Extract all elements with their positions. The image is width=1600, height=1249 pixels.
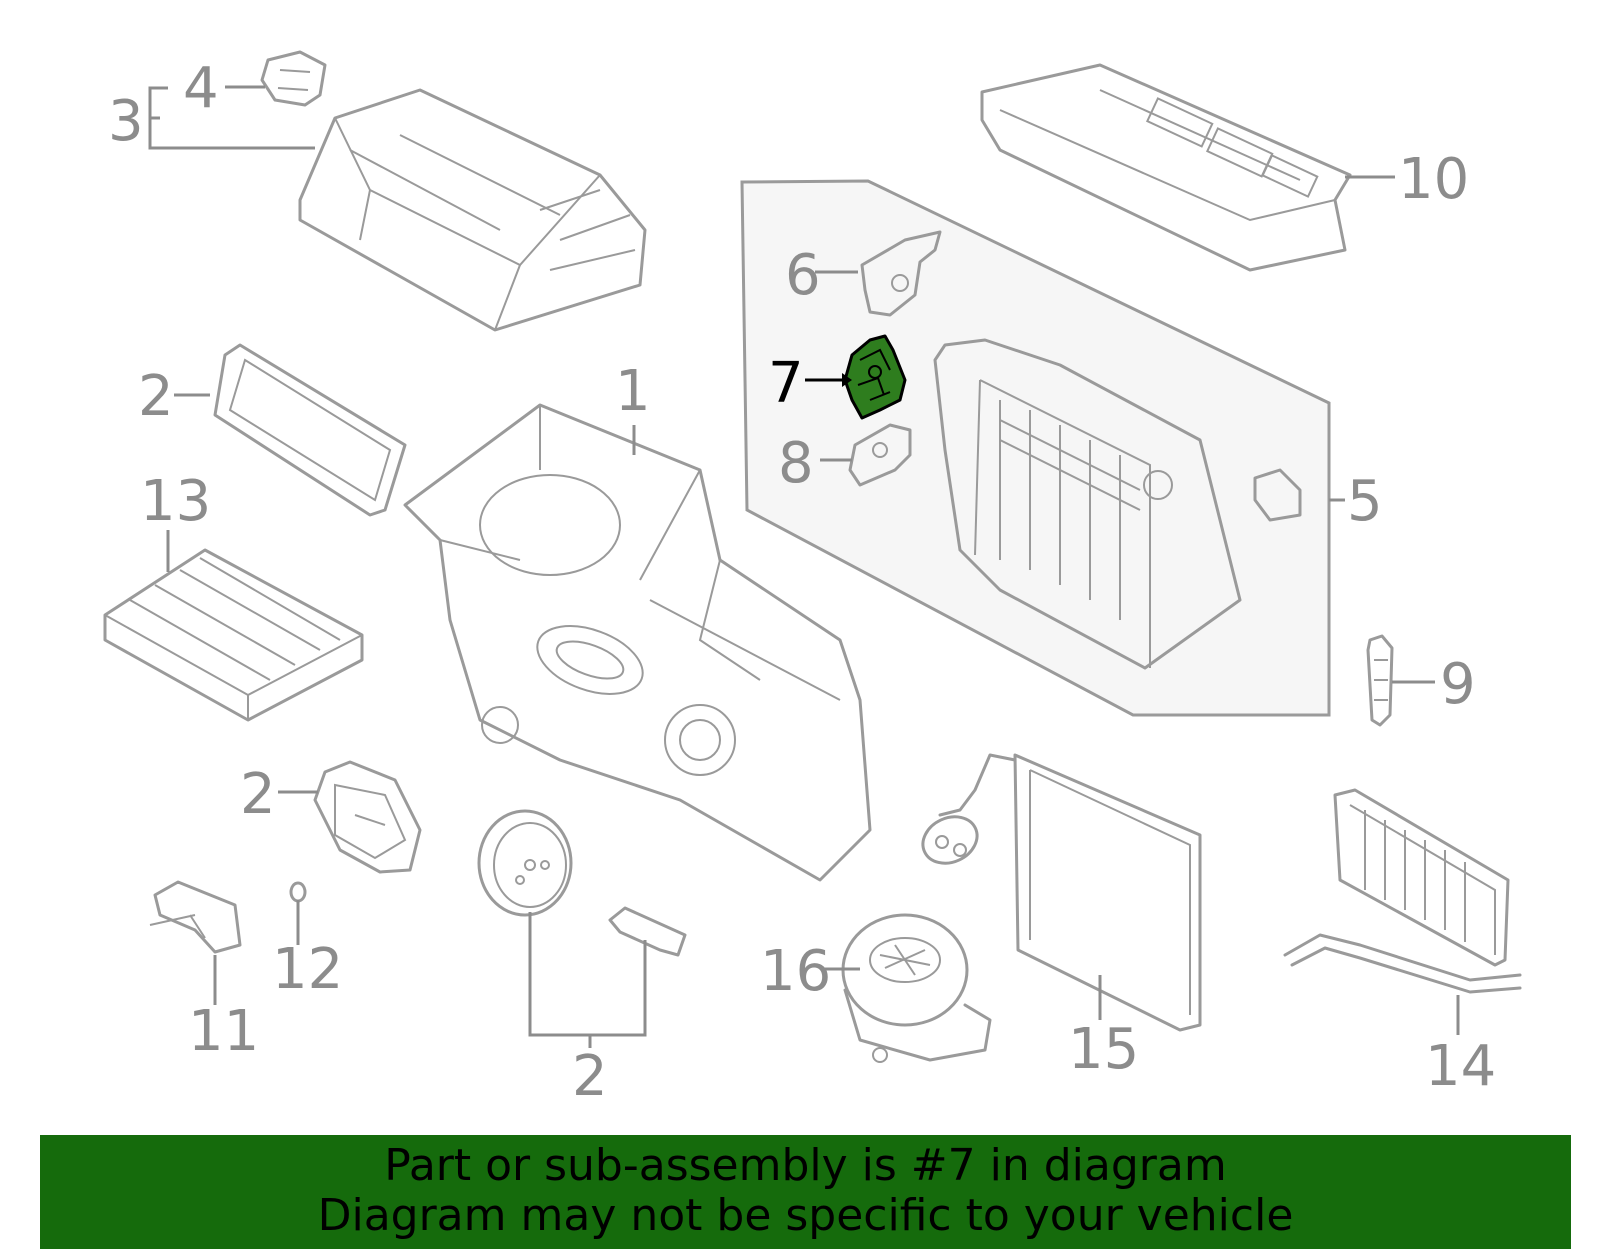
callout-4: 4 <box>183 56 219 121</box>
part-6-actuator <box>860 230 942 317</box>
callout-3: 3 <box>108 89 144 154</box>
callout-10: 10 <box>1398 147 1469 212</box>
callout-2-seal-middle: 2 <box>240 762 276 827</box>
part-11-sensor <box>149 880 242 954</box>
part-3-upper-case <box>298 88 647 332</box>
callout-5: 5 <box>1347 469 1383 534</box>
part-12-o-ring <box>289 881 307 903</box>
part-9-sensor <box>1366 634 1394 727</box>
part-1-hvac-housing <box>403 403 872 882</box>
part-15-evaporator <box>921 753 1202 1032</box>
part-13-cabin-filter <box>103 548 364 722</box>
part-2-blower-wheel <box>477 809 573 917</box>
callout-9: 9 <box>1440 652 1476 717</box>
callout-11: 11 <box>188 999 259 1064</box>
callout-12: 12 <box>272 937 343 1002</box>
banner-line-1: Part or sub-assembly is #7 in diagram <box>384 1140 1227 1191</box>
part-2-seal-middle <box>313 760 422 874</box>
callout-1: 1 <box>615 359 651 424</box>
part-7-highlighted-actuator <box>843 334 907 420</box>
callout-15: 15 <box>1068 1017 1139 1082</box>
part-14-heater-core <box>1283 788 1522 994</box>
callout-7: 7 <box>768 351 804 416</box>
part-4-mode-door-actuator <box>260 50 327 107</box>
banner-line-2: Diagram may not be specific to your vehi… <box>317 1190 1294 1241</box>
callout-13: 13 <box>140 469 211 534</box>
info-banner: Part or sub-assembly is #7 in diagram Di… <box>40 1135 1571 1249</box>
part-2-clip <box>608 906 687 957</box>
part-10-upper-duct <box>980 63 1352 272</box>
part-5-heater-case <box>933 338 1302 670</box>
part-16-blower-motor <box>841 913 992 1063</box>
parts-diagram: 1 2 2 2 3 4 5 6 7 8 9 10 11 12 13 14 15 … <box>103 50 1522 1109</box>
part-8-actuator <box>848 423 912 487</box>
callout-2-seal-top: 2 <box>138 364 174 429</box>
callout-2-wheel-clip: 2 <box>572 1044 608 1109</box>
part-2-seal-top <box>213 343 407 517</box>
callout-8: 8 <box>778 431 814 496</box>
callout-leaders <box>148 85 1460 1048</box>
callout-16: 16 <box>760 939 831 1004</box>
callout-6: 6 <box>785 243 821 308</box>
callout-14: 14 <box>1425 1034 1496 1099</box>
